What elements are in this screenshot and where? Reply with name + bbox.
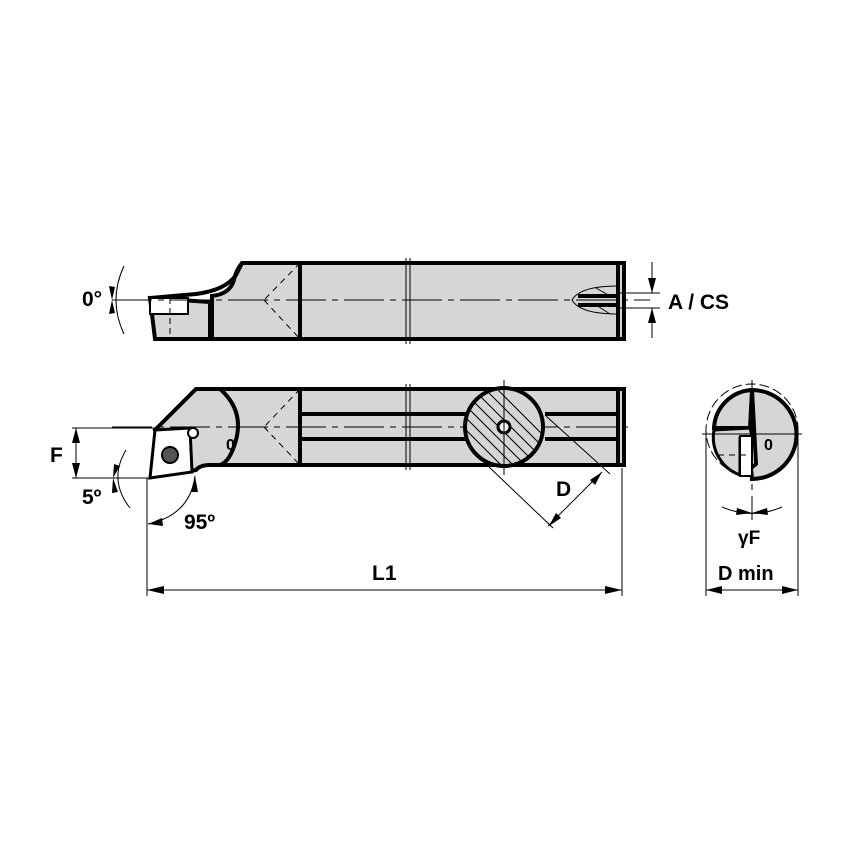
d-min-label: D min	[718, 563, 774, 585]
lead-angle-label: 95º	[184, 511, 215, 534]
end-insert-mark: 0	[764, 437, 773, 454]
side-insert-mark: 0	[226, 437, 235, 454]
gamma-f-label: γF	[738, 528, 760, 549]
coolant-label: A / CS	[668, 291, 729, 314]
top-view: A / CS 0°	[82, 258, 729, 344]
end-insert	[739, 435, 753, 477]
end-view: 0 γF D min	[702, 380, 802, 596]
angle-0-label: 0°	[82, 288, 102, 311]
top-neck	[210, 261, 302, 341]
rake-angle-label: 5º	[82, 486, 102, 509]
top-shank	[298, 261, 626, 341]
height-label: F	[50, 444, 63, 467]
length-label: L1	[372, 562, 397, 585]
diameter-label: D	[556, 478, 571, 501]
insert-screw	[161, 446, 179, 464]
top-insert	[149, 297, 189, 315]
side-view: 0	[50, 380, 630, 596]
